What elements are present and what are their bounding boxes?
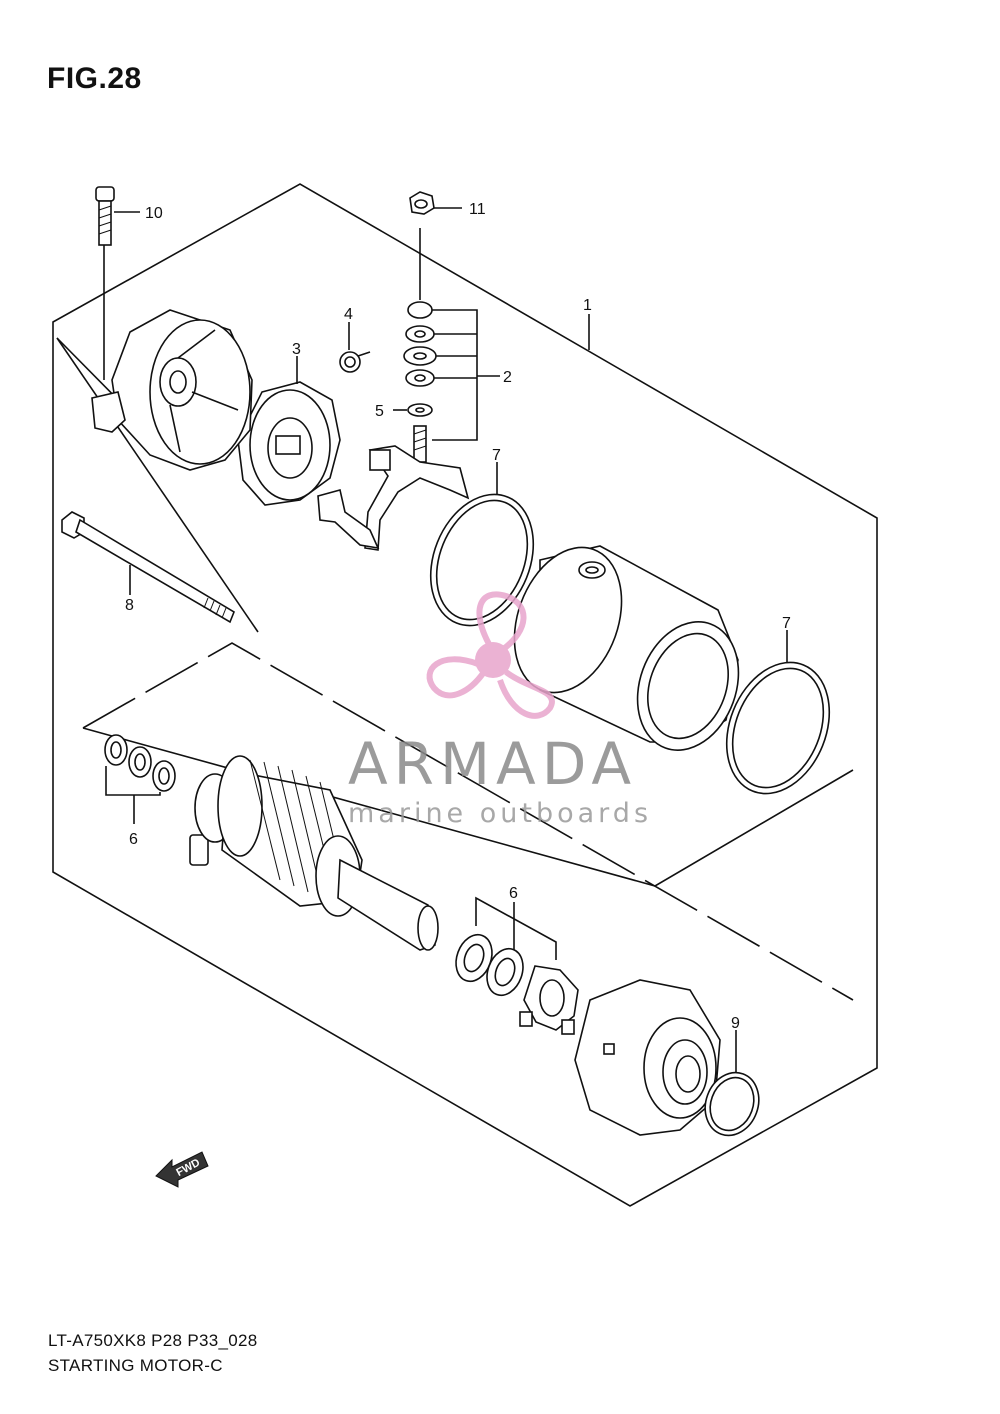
part-6-shims-left[interactable] <box>104 734 176 824</box>
brush-holder-plate[interactable] <box>317 425 470 551</box>
callout-7-upper[interactable]: 7 <box>492 447 501 464</box>
callout-5[interactable]: 5 <box>375 403 384 420</box>
figure-title: FIG.28 <box>47 62 142 95</box>
propeller-logo-icon <box>426 591 555 719</box>
assembly-boundary <box>52 183 878 1207</box>
part-11-nut[interactable] <box>409 191 462 215</box>
part-5-washer[interactable] <box>393 403 433 417</box>
armature[interactable] <box>189 755 439 951</box>
part-4-brush-spring[interactable] <box>339 322 371 373</box>
part-6-shims-right[interactable] <box>450 896 557 1000</box>
diagram-code: LT-A750XK8 P28 P33_028 <box>48 1331 258 1350</box>
front-end-housing[interactable] <box>574 979 721 1136</box>
armada-watermark: ARMADA marine outboards <box>348 591 652 829</box>
part-2-terminal-kit[interactable] <box>403 301 500 441</box>
rear-end-cover[interactable] <box>91 309 253 471</box>
motor-yoke[interactable] <box>495 532 755 764</box>
part-7-o-ring-upper[interactable] <box>412 462 552 641</box>
part-9-o-ring[interactable] <box>697 1030 768 1143</box>
callout-6-left[interactable]: 6 <box>129 831 138 848</box>
watermark-brand: ARMADA <box>348 730 637 798</box>
part-8-through-bolt[interactable] <box>61 511 235 624</box>
propeller-hub-icon <box>475 642 511 678</box>
watermark-tagline: marine outboards <box>348 798 652 829</box>
part-3-brush-holder[interactable] <box>237 356 341 506</box>
callout-3[interactable]: 3 <box>292 341 301 358</box>
lock-plate[interactable] <box>519 965 579 1035</box>
part-7-o-ring-lower[interactable] <box>708 630 848 809</box>
callout-9[interactable]: 9 <box>731 1015 740 1032</box>
fwd-arrow-icon: FWD <box>155 1151 209 1188</box>
callout-8[interactable]: 8 <box>125 597 134 614</box>
callout-2[interactable]: 2 <box>503 369 512 386</box>
callout-10[interactable]: 10 <box>145 205 163 222</box>
callout-4[interactable]: 4 <box>344 306 353 323</box>
diagram-name: STARTING MOTOR-C <box>48 1356 223 1375</box>
callout-11[interactable]: 11 <box>469 201 486 218</box>
callout-6-right[interactable]: 6 <box>509 885 518 902</box>
callout-1[interactable]: 1 <box>583 297 592 314</box>
part-10-bolt[interactable] <box>95 186 140 246</box>
callout-7-lower[interactable]: 7 <box>782 615 791 632</box>
